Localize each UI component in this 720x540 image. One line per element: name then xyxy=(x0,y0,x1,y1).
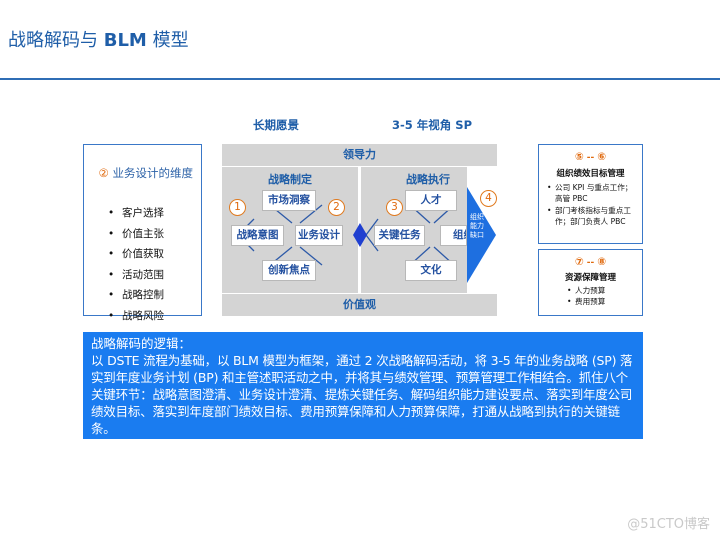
list-item: 战略控制 xyxy=(108,285,164,306)
list-item: 价值获取 xyxy=(108,244,164,265)
list-item: 人力预算 xyxy=(565,286,642,297)
strategy-execution-title: 战略执行 xyxy=(406,173,450,186)
node-key-tasks: 关键任务 xyxy=(374,225,425,246)
arrow-text-line: 能力 xyxy=(470,222,484,230)
list-item: 公司 KPI 与重点工作；高管 PBC xyxy=(545,183,636,204)
strategy-formulation-title: 战略制定 xyxy=(268,173,312,186)
step-badge-2: 2 xyxy=(328,199,345,216)
number-badge-6: ⑥ xyxy=(597,151,607,163)
step-badge-3: 3 xyxy=(386,199,403,216)
list-item: 客户选择 xyxy=(108,203,164,224)
connector-line xyxy=(299,204,323,224)
summary-body: 以 DSTE 流程为基础，以 BLM 模型为框架，通过 2 次战略解码活动，将 … xyxy=(91,353,633,436)
title-suffix: 模型 xyxy=(146,30,189,51)
step-badges-7-8: ⑦ -- ⑧ xyxy=(539,256,642,268)
decoding-logic-summary: 战略解码的逻辑： 以 DSTE 流程为基础，以 BLM 模型为框架，通过 2 次… xyxy=(83,332,643,439)
list-item: 部门考核指标与重点工作；部门负责人 PBC xyxy=(545,206,636,227)
badge-connector: -- xyxy=(586,258,595,268)
list-item: 战略风险 xyxy=(108,306,164,327)
number-badge-2: ② xyxy=(98,166,109,180)
node-talent: 人才 xyxy=(405,190,457,211)
number-badge-5: ⑤ xyxy=(574,151,584,163)
node-culture: 文化 xyxy=(405,260,457,281)
diamond-connector xyxy=(353,223,367,247)
resource-assurance-box: ⑦ -- ⑧ 资源保障管理 人力预算 费用预算 xyxy=(538,249,643,316)
badge-connector: -- xyxy=(586,153,595,163)
watermark: @51CTO博客 xyxy=(627,517,710,532)
header-sp-horizon: 3-5 年视角 SP xyxy=(392,118,472,132)
node-strategic-intent: 战略意图 xyxy=(231,225,284,246)
node-innovation-focus: 创新焦点 xyxy=(262,260,316,281)
connector-lines xyxy=(237,187,496,283)
step-badge-1: 1 xyxy=(229,199,246,216)
summary-heading: 战略解码的逻辑： xyxy=(91,336,192,351)
resource-assurance-list: 人力预算 费用预算 xyxy=(565,286,642,307)
resource-assurance-title: 资源保障管理 xyxy=(564,273,616,283)
org-performance-list: 公司 KPI 与重点工作；高管 PBC 部门考核指标与重点工作；部门负责人 PB… xyxy=(545,183,636,227)
business-design-title: ② 业务设计的维度 xyxy=(93,165,193,182)
list-item: 价值主张 xyxy=(108,224,164,245)
capability-gap-arrow xyxy=(467,187,496,283)
capability-gap-label: 组织 能力 缺口 xyxy=(470,213,492,240)
node-market-insight: 市场洞察 xyxy=(262,190,316,211)
step-badges-5-6: ⑤ -- ⑥ xyxy=(539,151,642,163)
arrow-text-line: 缺口 xyxy=(470,231,484,239)
node-business-design: 业务设计 xyxy=(295,225,343,246)
page-title: 战略解码与 BLM 模型 xyxy=(8,26,189,52)
org-performance-title: 组织绩效目标管理 xyxy=(556,169,625,179)
business-design-title-text: 业务设计的维度 xyxy=(112,166,194,180)
step-badge-4: 4 xyxy=(480,190,497,207)
list-item: 费用预算 xyxy=(565,297,642,308)
title-divider xyxy=(0,78,720,80)
values-band: 价值观 xyxy=(222,294,497,316)
title-bold: BLM xyxy=(103,30,147,51)
business-design-list: 客户选择 价值主张 价值获取 活动范围 战略控制 战略风险 xyxy=(108,203,164,326)
number-badge-7: ⑦ xyxy=(574,256,584,268)
list-item: 活动范围 xyxy=(108,265,164,286)
arrow-text-line: 组织 xyxy=(470,213,484,221)
title-prefix: 战略解码与 xyxy=(8,30,104,51)
org-performance-box: ⑤ -- ⑥ 组织绩效目标管理 公司 KPI 与重点工作；高管 PBC 部门考核… xyxy=(538,144,643,244)
node-organization: 组织 xyxy=(440,225,467,246)
header-long-term-vision: 长期愿景 xyxy=(253,118,299,132)
leadership-band: 领导力 xyxy=(222,144,497,166)
connector-line xyxy=(299,246,323,266)
business-design-dimensions-box: ② 业务设计的维度 客户选择 价值主张 价值获取 活动范围 战略控制 战略风险 xyxy=(83,144,202,322)
number-badge-8: ⑧ xyxy=(597,256,607,268)
